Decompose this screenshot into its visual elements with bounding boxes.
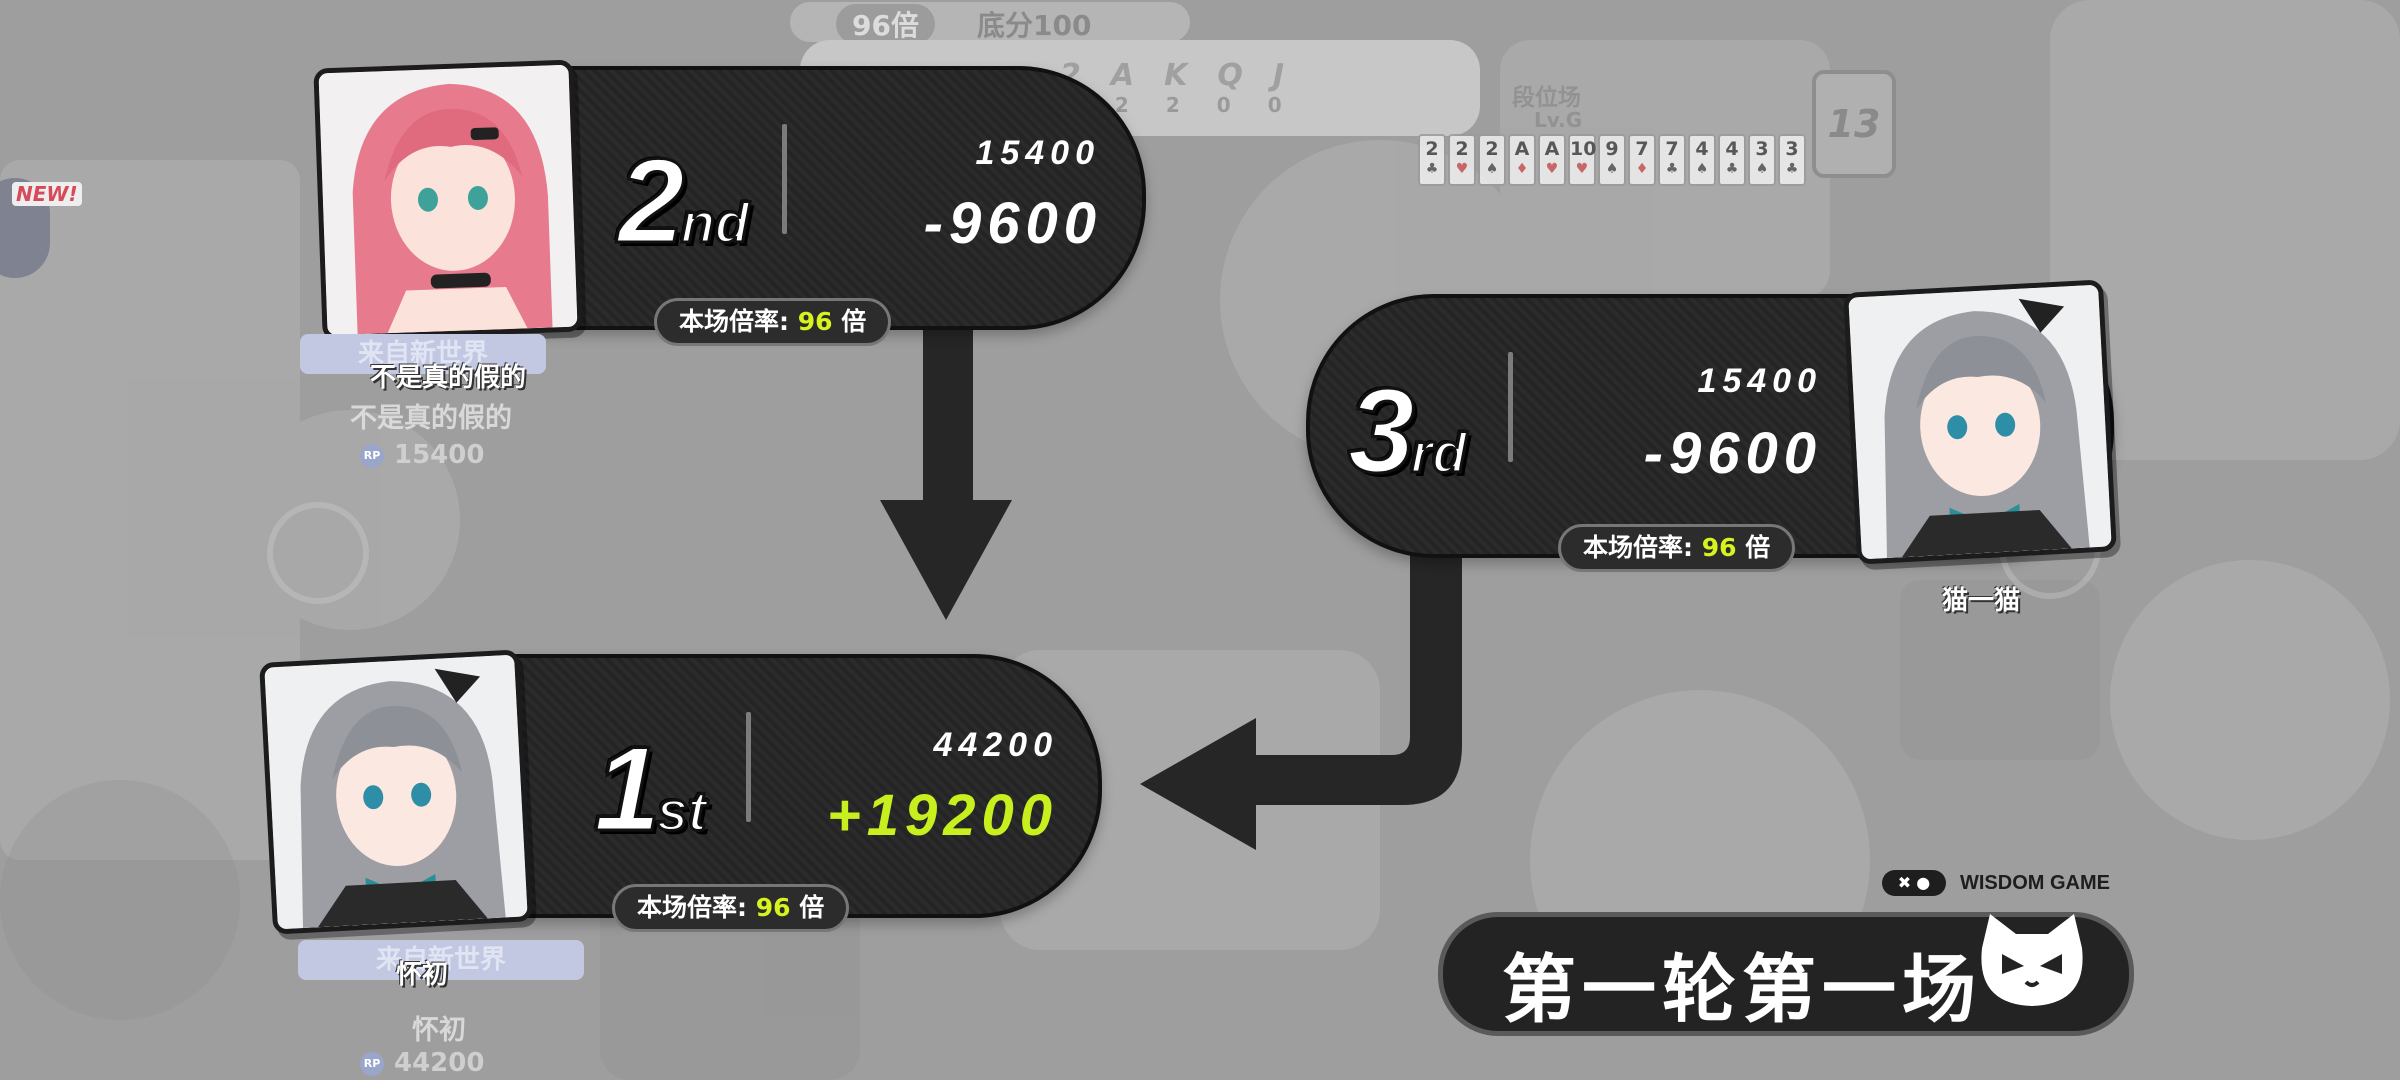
card: 4♠	[1688, 134, 1716, 186]
total-score-2nd: 15400	[975, 134, 1100, 172]
avatar-3rd	[1843, 279, 2117, 565]
player-name-1st-secondary: 怀初	[412, 1015, 466, 1046]
card: 2♣	[1418, 134, 1446, 186]
remaining-cards-badge: 13	[1812, 70, 1896, 178]
card: 2♠	[1478, 134, 1506, 186]
card: 2♥	[1448, 134, 1476, 186]
rank-3rd: 3rd	[1347, 363, 1469, 500]
game-mode: 段位场	[1512, 85, 1581, 111]
rp-icon: RP	[360, 443, 384, 468]
card: 3♠	[1748, 134, 1776, 186]
tracker-count: 2	[1115, 93, 1129, 117]
total-score-1st: 44200	[933, 726, 1058, 764]
card: 3♣	[1778, 134, 1806, 186]
player-name-2nd: 不是真的假的	[370, 363, 527, 393]
card: A♦	[1508, 134, 1536, 186]
game-level: Lv.G	[1534, 108, 1583, 132]
new-badge: NEW!	[12, 182, 82, 206]
title-banner-1st: 来自新世界	[298, 940, 584, 980]
tracker-rank: J	[1272, 58, 1285, 93]
card: 10♥	[1568, 134, 1596, 186]
card: 9♠	[1598, 134, 1626, 186]
round-label: 第一轮第一场	[1502, 947, 1982, 1033]
title-banner-2nd: 来自新世界	[300, 334, 546, 374]
player-name-1st: 怀初	[396, 960, 449, 990]
score-delta-1st: +19200	[826, 783, 1058, 848]
cat-mascot-icon	[1981, 914, 2083, 1006]
player-name-3rd: 猫一猫	[1942, 586, 2021, 616]
match-multiplier-2nd: 本场倍率: 96 倍	[654, 298, 892, 346]
player-name-2nd-secondary: 不是真的假的	[350, 403, 512, 434]
match-multiplier-1st: 本场倍率: 96 倍	[612, 884, 850, 932]
tracker-rank: A	[1111, 58, 1134, 93]
round-indicator	[1438, 912, 2134, 1036]
card: A♥	[1538, 134, 1566, 186]
tracker-count: 0	[1267, 93, 1282, 117]
rp-icon: RP	[360, 1051, 384, 1076]
brand-toggle-icon: ✖ ●	[1882, 870, 1946, 896]
card: 7♣	[1658, 134, 1686, 186]
score-delta-3rd: -9600	[1643, 421, 1822, 486]
brand-label: WISDOM GAME	[1960, 872, 2110, 894]
rank-1st: 1st	[593, 721, 709, 858]
card: 7♦	[1628, 134, 1656, 186]
remaining-cards-count: 13	[1827, 102, 1881, 146]
avatar-1st	[259, 649, 533, 935]
rank-2nd: 2nd	[617, 133, 751, 270]
card: 4♣	[1718, 134, 1746, 186]
tracker-rank: Q	[1217, 58, 1243, 93]
round-multiplier: 96倍	[836, 4, 935, 44]
match-multiplier-3rd: 本场倍率: 96 倍	[1558, 524, 1796, 572]
tracker-rank: K	[1164, 58, 1188, 93]
bottom-cards: 2♣2♥2♠A♦A♥10♥9♠7♦7♣4♠4♣3♠3♣	[1418, 134, 1808, 188]
tracker-count: 2	[1165, 93, 1180, 117]
total-score-3rd: 15400	[1697, 362, 1822, 400]
score-delta-2nd: -9600	[923, 191, 1102, 256]
avatar-2nd	[313, 59, 583, 341]
base-score: 底分100	[977, 9, 1092, 42]
tracker-count: 0	[1216, 93, 1231, 117]
